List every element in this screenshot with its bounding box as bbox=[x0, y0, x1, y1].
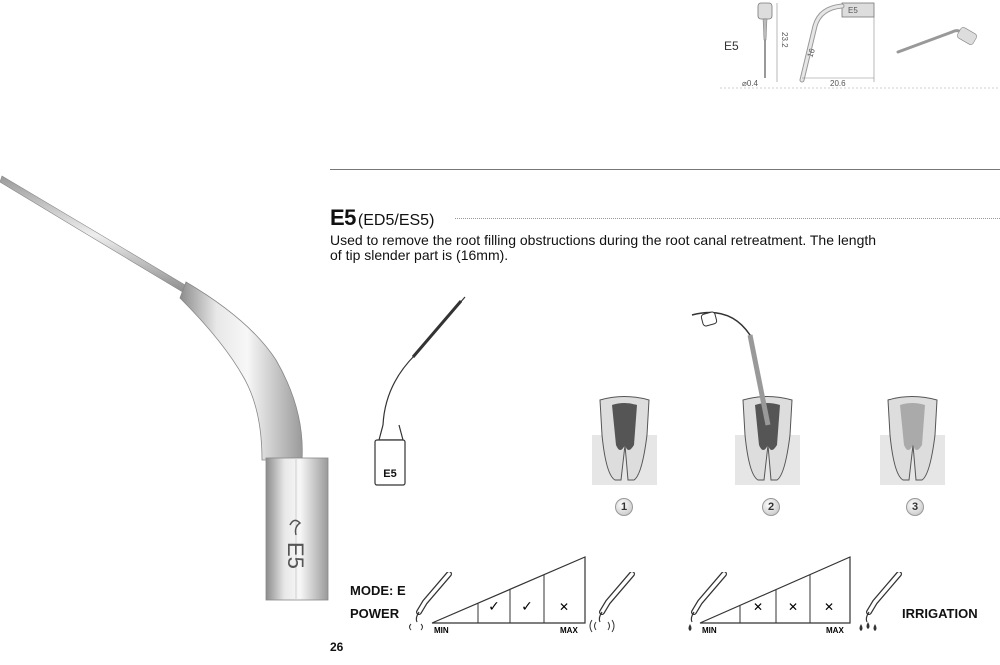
side-view-tip: E5 bbox=[799, 2, 875, 83]
main-tip-logo-icon bbox=[289, 519, 302, 536]
title-underline bbox=[455, 218, 1000, 219]
front-view-tip bbox=[757, 2, 773, 78]
power-min-label: MIN bbox=[434, 626, 449, 635]
page-number: 26 bbox=[330, 640, 344, 654]
height-dimension: 23.2 bbox=[780, 32, 789, 48]
spec-model-label: E5 bbox=[724, 39, 739, 53]
handpiece-irrigation-max-icon bbox=[859, 572, 902, 631]
product-description: Used to remove the root filling obstruct… bbox=[330, 233, 960, 263]
irrigation-mark-2: ✕ bbox=[788, 600, 798, 614]
tip-length-dimension: 16 bbox=[805, 47, 817, 59]
handpiece-power-max-icon bbox=[589, 572, 635, 633]
width-dimension: 20.6 bbox=[830, 79, 846, 88]
tooth-step-1 bbox=[592, 396, 657, 485]
tooth-step-3 bbox=[880, 396, 945, 485]
spec-diagram: E5 23.2 ⌀0.4 E5 16 20.6 bbox=[720, 2, 1000, 89]
product-variants: (ED5/ES5) bbox=[357, 212, 435, 229]
irrigation-mark-3: ✕ bbox=[824, 600, 834, 614]
irrigation-min-label: MIN bbox=[702, 626, 717, 635]
tip-line-illustration: E5 bbox=[374, 296, 466, 486]
irrigation-mark-1: ✕ bbox=[753, 600, 763, 614]
step-3-badge: 3 bbox=[906, 498, 924, 516]
handpiece-irrigation-min-icon bbox=[688, 572, 727, 631]
description-line-1: Used to remove the root filling obstruct… bbox=[330, 232, 877, 248]
handpiece-power-min-icon bbox=[409, 572, 452, 631]
power-scale: ✓ ✓ ✕ MIN MAX bbox=[431, 556, 586, 635]
power-label: POWER bbox=[350, 606, 400, 621]
mode-label: MODE: E bbox=[350, 583, 406, 598]
tooth-step-2 bbox=[691, 311, 800, 485]
perspective-tip bbox=[896, 27, 977, 54]
irrigation-max-label: MAX bbox=[826, 626, 844, 635]
description-line-2: of tip slender part is (16mm). bbox=[330, 247, 509, 263]
irrigation-scale: ✕ ✕ ✕ MIN MAX bbox=[699, 556, 851, 635]
power-max-label: MAX bbox=[560, 626, 578, 635]
product-name: E5 bbox=[330, 205, 356, 230]
power-mark-3: ✕ bbox=[559, 600, 569, 614]
diameter-dimension: ⌀0.4 bbox=[742, 79, 758, 88]
side-view-engraving: E5 bbox=[848, 6, 858, 15]
main-tip-engraving: E5 bbox=[283, 542, 308, 569]
tip-illustration-label: E5 bbox=[383, 468, 396, 480]
step-2-badge: 2 bbox=[762, 498, 780, 516]
irrigation-label: IRRIGATION bbox=[902, 606, 978, 621]
product-title: E5(ED5/ES5) bbox=[330, 205, 1000, 235]
step-1-badge: 1 bbox=[615, 498, 633, 516]
main-tip-illustration: E5 bbox=[0, 175, 329, 601]
power-mark-1: ✓ bbox=[488, 599, 500, 615]
power-mark-2: ✓ bbox=[521, 599, 533, 615]
section-divider bbox=[330, 169, 1000, 170]
